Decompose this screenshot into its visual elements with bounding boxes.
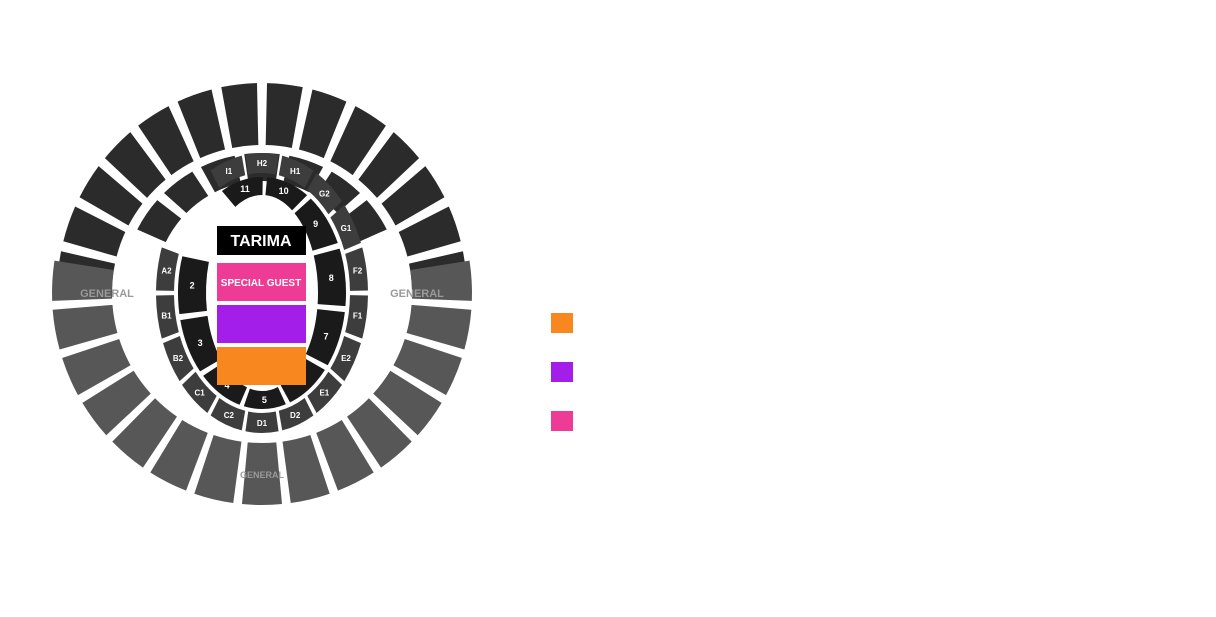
general-section[interactable]	[52, 260, 114, 301]
general-section[interactable]	[52, 304, 118, 350]
general-label-right: GENERAL	[390, 288, 444, 300]
section-4-label: 4	[224, 381, 229, 391]
section-e2-label: E2	[341, 354, 351, 363]
section-5[interactable]	[243, 386, 286, 409]
upper-section[interactable]	[177, 89, 226, 159]
pink-square-icon[interactable]	[551, 411, 573, 431]
section-f2[interactable]	[345, 247, 368, 291]
section-c2[interactable]	[210, 397, 246, 431]
section-3-label: 3	[198, 338, 203, 348]
section-5-label: 5	[262, 395, 267, 405]
section-d2-label: D2	[290, 411, 301, 420]
upper-inner-section[interactable]	[163, 171, 209, 214]
section-2-label: 2	[190, 281, 195, 291]
section-b1[interactable]	[156, 295, 179, 339]
upper-section[interactable]	[381, 166, 445, 226]
section-i1[interactable]	[210, 155, 246, 189]
section-b2-label: B2	[173, 354, 184, 363]
section-8-label: 8	[329, 273, 334, 283]
zone-purple[interactable]	[217, 305, 306, 343]
general-section[interactable]	[194, 434, 242, 504]
general-section[interactable]	[373, 370, 442, 436]
upper-section[interactable]	[398, 206, 461, 257]
general-section[interactable]	[62, 339, 131, 396]
section-b2[interactable]	[163, 336, 194, 382]
general-section[interactable]	[347, 398, 412, 468]
section-11[interactable]	[221, 177, 263, 207]
upper-section[interactable]	[330, 106, 386, 176]
section-11-label: 11	[240, 184, 250, 194]
section-10[interactable]	[265, 177, 308, 211]
zone-special-guest[interactable]	[217, 263, 306, 301]
general-section[interactable]	[410, 260, 472, 301]
section-b1-label: B1	[161, 312, 172, 321]
section-c2-label: C2	[224, 411, 235, 420]
upper-inner-section[interactable]	[137, 200, 182, 243]
floor-sections: 234567891011	[178, 177, 346, 409]
upper-section[interactable]	[63, 206, 126, 257]
section-a2-label: A2	[161, 266, 172, 275]
purple-square-icon[interactable]	[551, 362, 573, 382]
general-section[interactable]	[316, 420, 374, 491]
general-section[interactable]	[112, 398, 177, 468]
upper-section[interactable]	[265, 83, 303, 148]
orange-square-icon[interactable]	[551, 313, 573, 333]
upper-section[interactable]	[221, 83, 259, 148]
section-2[interactable]	[178, 256, 209, 315]
section-f2-label: F2	[353, 266, 363, 275]
section-g2[interactable]	[307, 172, 342, 215]
general-section[interactable]	[241, 442, 283, 505]
section-h1[interactable]	[278, 155, 314, 189]
section-g1-label: G1	[341, 224, 352, 233]
section-i1-label: I1	[225, 167, 232, 176]
section-e1[interactable]	[307, 371, 342, 414]
section-c1[interactable]	[182, 371, 217, 414]
section-e1-label: E1	[319, 389, 329, 398]
general-section[interactable]	[406, 304, 472, 350]
section-9-label: 9	[313, 219, 318, 229]
upper-section[interactable]	[358, 132, 420, 198]
general-section[interactable]	[82, 370, 151, 436]
section-g2-label: G2	[319, 189, 330, 198]
section-e2[interactable]	[330, 336, 361, 382]
upper-section[interactable]	[138, 106, 194, 176]
stage	[217, 226, 306, 255]
section-c1-label: C1	[195, 389, 206, 398]
section-h2[interactable]	[245, 153, 279, 175]
upper-section[interactable]	[298, 89, 347, 159]
section-a2[interactable]	[156, 247, 179, 291]
zone-special-guest-label: SPECIAL GUEST	[221, 278, 301, 289]
section-g1[interactable]	[330, 204, 361, 250]
section-d1[interactable]	[245, 411, 279, 433]
section-10-label: 10	[279, 186, 289, 196]
upper-section[interactable]	[79, 166, 143, 226]
section-f1-label: F1	[353, 312, 363, 321]
general-label-bottom: GENERAL	[240, 470, 285, 480]
section-3[interactable]	[180, 315, 221, 372]
section-7[interactable]	[305, 309, 345, 366]
section-f1[interactable]	[345, 295, 368, 339]
general-tier-sections	[52, 260, 472, 505]
general-section[interactable]	[150, 420, 208, 491]
section-h1-label: H1	[290, 167, 301, 176]
section-7-label: 7	[323, 332, 328, 342]
section-9[interactable]	[294, 198, 338, 251]
section-h2-label: H2	[257, 159, 268, 168]
general-section[interactable]	[282, 434, 330, 504]
stage-label: TARIMA	[230, 233, 291, 250]
upper-section[interactable]	[104, 132, 166, 198]
section-8[interactable]	[313, 248, 346, 307]
zone-orange[interactable]	[217, 347, 306, 385]
general-label-left: GENERAL	[80, 288, 134, 300]
section-d2[interactable]	[278, 397, 314, 431]
section-d1-label: D1	[257, 419, 268, 428]
general-section[interactable]	[393, 339, 462, 396]
